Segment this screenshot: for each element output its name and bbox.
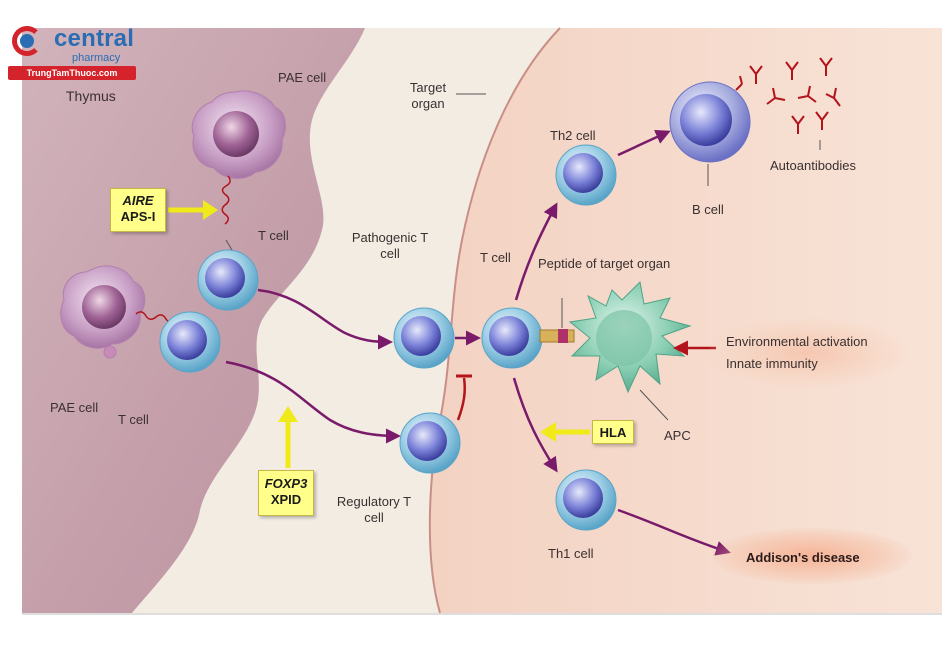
pae-cell-left xyxy=(60,265,177,359)
logo-dot-icon xyxy=(20,34,34,48)
t-cell-upper-leader xyxy=(225,239,233,251)
label-th1-cell: Th1 cell xyxy=(548,546,594,561)
label-pathogenic-t-cell: Pathogenic T cell xyxy=(351,230,429,261)
autoantibodies-cluster xyxy=(735,57,841,150)
label-peptide: Peptide of target organ xyxy=(538,256,671,271)
foxp3-box: FOXP3 XPID xyxy=(258,470,314,516)
label-t-cell-upper: T cell xyxy=(258,228,289,243)
pae-cell-top xyxy=(191,90,286,225)
label-addison: Addison's disease xyxy=(746,550,860,565)
arrow-th2-to-bcell xyxy=(617,130,671,157)
label-b-cell: B cell xyxy=(692,202,724,217)
label-target-organ: Target organ xyxy=(409,80,447,111)
brand-url[interactable]: TrungTamThuoc.com xyxy=(8,66,136,80)
environmental-glow xyxy=(708,318,908,388)
logo-icon xyxy=(12,26,42,56)
arrow-thymus-to-regulatory xyxy=(225,360,401,444)
t-cell-center xyxy=(481,307,543,369)
target-organ-membrane xyxy=(428,27,561,614)
th1-cell xyxy=(555,469,617,531)
hla-label: HLA xyxy=(599,425,627,440)
arrow-hla-head xyxy=(540,422,556,442)
pathogenic-t-cell xyxy=(393,307,455,369)
inhibition-line xyxy=(456,377,466,421)
tcr-peptide-link xyxy=(539,298,575,343)
brand-logo[interactable]: central pharmacy TrungTamThuoc.com xyxy=(8,22,138,86)
brand-name: central xyxy=(54,25,135,52)
label-autoantibodies: Autoantibodies xyxy=(770,158,857,173)
label-th2-cell: Th2 cell xyxy=(550,128,596,143)
label-pae-cell-top: PAE cell xyxy=(278,70,327,85)
label-pae-cell-left: PAE cell xyxy=(50,400,99,415)
addison-glow xyxy=(712,528,912,584)
label-t-cell-lower: T cell xyxy=(118,412,149,427)
arrow-aire-head xyxy=(203,200,218,220)
label-thymus: Thymus xyxy=(66,88,116,104)
b-cell xyxy=(669,81,751,186)
label-apc: APC xyxy=(664,428,691,443)
arrow-to-th1 xyxy=(512,377,558,473)
label-t-cell-center: T cell xyxy=(480,250,511,265)
regulatory-t-cell xyxy=(399,412,461,474)
brand-tagline: pharmacy xyxy=(72,52,121,64)
th2-cell xyxy=(555,144,617,206)
label-environmental: Environmental activation xyxy=(726,334,868,349)
label-innate-immunity: Innate immunity xyxy=(726,356,818,371)
aps1-disease: APS-I xyxy=(120,209,156,224)
aire-box: AIRE APS-I xyxy=(110,188,166,232)
arrow-to-th2 xyxy=(514,202,558,301)
label-regulatory-t-cell: Regulatory T cell xyxy=(336,494,412,525)
hla-box: HLA xyxy=(592,420,634,444)
foxp3-gene: FOXP3 xyxy=(264,476,308,491)
aire-gene: AIRE xyxy=(122,193,154,208)
xpid-disease: XPID xyxy=(270,492,302,507)
apc-cell xyxy=(568,280,692,421)
arrow-foxp3-head xyxy=(278,406,298,422)
arrow-thymus-to-pathogenic xyxy=(257,288,393,350)
t-cell-thymus-upper xyxy=(197,249,259,311)
t-cell-thymus-lower xyxy=(159,311,221,373)
